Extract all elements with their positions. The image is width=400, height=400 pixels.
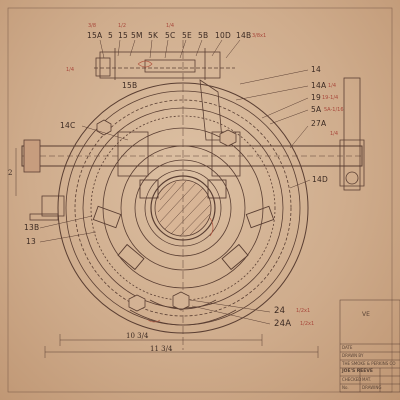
note-24A: 1/2x1	[300, 321, 315, 327]
callout-14: 14	[311, 65, 321, 74]
title-note-drawing: DRAWING	[362, 385, 382, 390]
title-product: JOE'S REEVE	[342, 369, 373, 374]
note-24: 1/2x1	[296, 308, 311, 314]
note-27A: 1/4	[330, 131, 339, 137]
callout-15B: 15B	[122, 81, 138, 90]
title-note-mat: MAT.	[362, 377, 372, 382]
callout-5C: 5C	[165, 31, 176, 40]
note-19: 19-1/4	[322, 95, 339, 101]
title-drawn-label: DRAWN BY	[342, 353, 364, 358]
callout-5A: 5A	[311, 105, 322, 114]
callout-14A: 14A	[311, 81, 327, 90]
dimension-inner: 10 3/4	[126, 332, 149, 340]
callout-5K: 5K	[148, 31, 159, 40]
title-side-label: VE	[362, 311, 370, 318]
callout-5: 5	[108, 31, 113, 40]
callout-14D: 14D	[312, 175, 328, 184]
callout-5M: 5M	[131, 31, 143, 40]
callout-15A: 15A	[87, 31, 103, 40]
dimension-outer: 11 3/4	[150, 345, 173, 353]
size-15: 1/2	[118, 23, 127, 29]
callout-27A: 27A	[311, 119, 327, 128]
callout-14B: 14B	[236, 31, 252, 40]
note-14A: 1/4	[328, 83, 337, 89]
dimension-left: 2	[8, 169, 13, 177]
callout-15: 15	[118, 31, 128, 40]
title-date-label: DATE	[342, 345, 353, 350]
size-15A: 3/8	[88, 23, 97, 29]
callout-14C: 14C	[60, 121, 76, 130]
callout-19: 19	[311, 93, 321, 102]
note-5A: 5A-1/16	[324, 107, 344, 113]
title-note-checked: CHECKED	[342, 377, 362, 382]
title-company: THE SMOKE & PERKINS CO	[342, 361, 396, 366]
callout-5E: 5E	[182, 31, 192, 40]
callout-13B: 13B	[24, 223, 40, 232]
callout-5B: 5B	[198, 31, 209, 40]
size-5C: 1/4	[166, 23, 175, 29]
callout-10D: 10D	[215, 31, 231, 40]
note-15B: 1/4	[66, 67, 75, 73]
callout-24: 24	[274, 306, 286, 316]
callout-13: 13	[26, 237, 36, 246]
callout-24A: 24A	[274, 319, 292, 329]
title-note-no: No.	[342, 385, 349, 390]
size-14B: 3/8x1	[252, 33, 267, 39]
